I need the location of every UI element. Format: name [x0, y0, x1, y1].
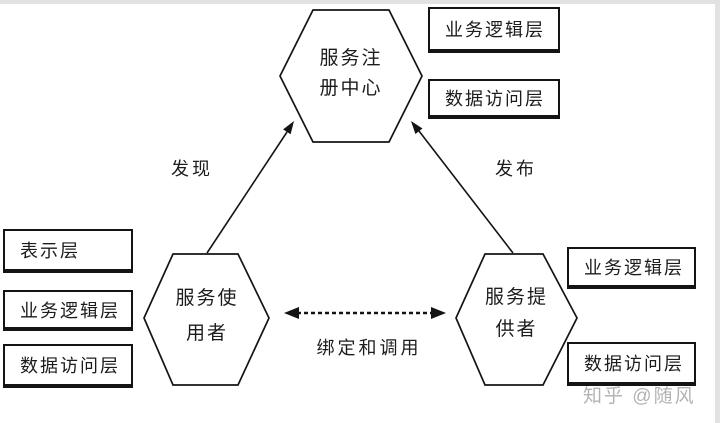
registry-node-label: 服务注 册中心: [280, 44, 422, 104]
consumer-label-line2: 用者: [185, 323, 228, 344]
layer-box-label: 业务逻辑层: [445, 20, 545, 40]
provider-business-logic-layer-box: 业务逻辑层: [567, 247, 696, 289]
publish-arrow: [411, 121, 514, 254]
registry-business-logic-layer-box: 业务逻辑层: [428, 7, 560, 53]
consumer-business-logic-layer-box: 业务逻辑层: [3, 290, 133, 331]
consumer-hexagon: [143, 253, 270, 386]
layer-box-label: 业务逻辑层: [20, 300, 120, 321]
consumer-presentation-layer-box: 表示层: [3, 229, 133, 273]
provider-label-line1: 服务提: [484, 287, 548, 308]
provider-node-label: 服务提 供者: [456, 282, 577, 346]
bind-edge-label: 绑定和调用: [316, 338, 422, 358]
layer-box-label: 数据访问层: [584, 354, 684, 374]
watermark: 知乎 @随风: [583, 386, 696, 407]
registry-label-line1: 服务注: [319, 48, 383, 69]
layer-box-label: 业务逻辑层: [584, 258, 684, 278]
page-edge-right: [715, 0, 720, 423]
provider-hexagon: [455, 253, 578, 386]
registry-hexagon: [279, 9, 423, 143]
layer-box-label: 数据访问层: [445, 89, 545, 109]
registry-label-line2: 册中心: [319, 78, 383, 99]
consumer-label-line1: 服务使: [175, 288, 239, 309]
discover-arrow: [206, 121, 294, 254]
registry-data-access-layer-box: 数据访问层: [428, 79, 560, 119]
page-edge-top: [0, 0, 720, 4]
layer-box-label: 数据访问层: [20, 356, 120, 376]
bind-arrow: [284, 307, 446, 319]
consumer-data-access-layer-box: 数据访问层: [3, 344, 133, 388]
layer-box-label: 表示层: [20, 241, 80, 261]
consumer-node-label: 服务使 用者: [146, 281, 268, 351]
provider-label-line2: 供者: [495, 319, 538, 340]
discover-edge-label: 发现: [171, 159, 213, 179]
provider-data-access-layer-box: 数据访问层: [567, 342, 696, 386]
publish-edge-label: 发布: [495, 159, 537, 179]
